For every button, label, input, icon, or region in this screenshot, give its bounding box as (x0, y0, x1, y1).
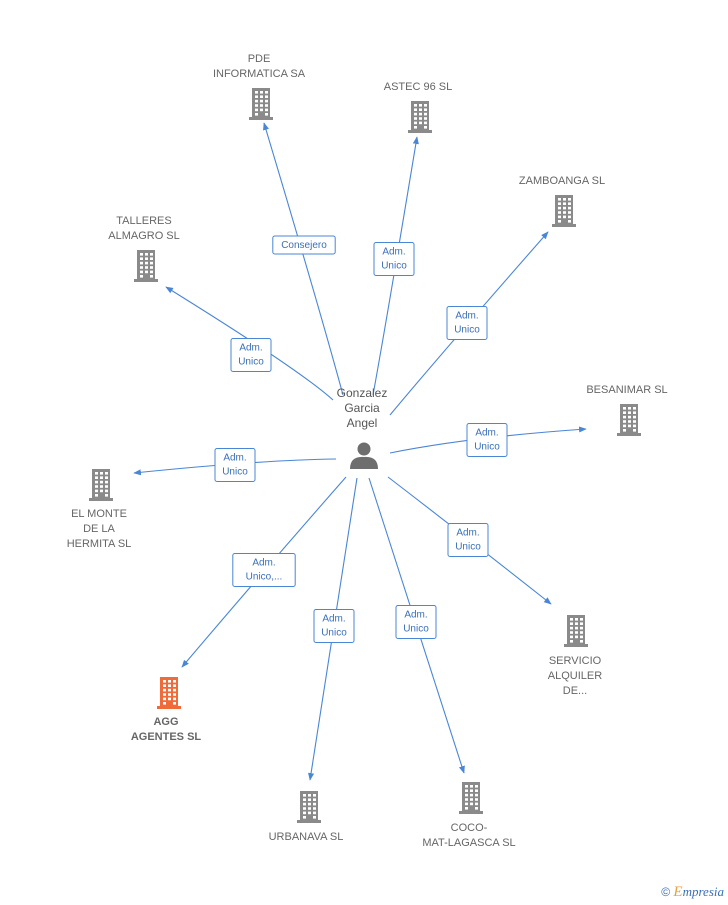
relation-label: Unico (454, 325, 480, 336)
relation-label: Unico (381, 261, 407, 272)
company-name-talleres[interactable]: TALLERES (116, 215, 171, 227)
person-name[interactable]: Gonzalez (337, 386, 388, 400)
edge-talleres (165, 286, 334, 401)
building-icon[interactable] (459, 782, 483, 814)
company-name-coco[interactable]: COCO- (451, 822, 488, 834)
edge-pde (263, 122, 344, 396)
building-icon[interactable] (249, 88, 273, 120)
relation-label: Adm. (475, 428, 498, 439)
footer-brand: © Empresia (661, 884, 724, 901)
company-name-pde[interactable]: INFORMATICA SA (213, 68, 306, 80)
relation-badge-elmonte[interactable]: Adm. Unico (214, 448, 256, 482)
building-icon[interactable] (617, 404, 641, 436)
relation-label: Adm. (223, 453, 246, 464)
company-name-coco[interactable]: MAT-LAGASCA SL (422, 837, 515, 849)
relation-label: Adm. (382, 247, 405, 258)
person-name[interactable]: Garcia (344, 401, 380, 415)
person-name[interactable]: Angel (347, 416, 378, 430)
copyright-symbol: © (661, 885, 671, 899)
brand-logo-rest: mpresia (682, 884, 724, 899)
relation-badge-pde[interactable]: Consejero (272, 235, 336, 255)
company-name-agg[interactable]: AGG (153, 716, 178, 728)
building-icon[interactable] (157, 677, 181, 709)
building-icon[interactable] (134, 250, 158, 282)
relation-badge-coco[interactable]: Adm. Unico (395, 605, 437, 639)
company-name-elmonte[interactable]: HERMITA SL (67, 538, 132, 550)
relation-label: Unico (321, 628, 347, 639)
building-icon[interactable] (408, 101, 432, 133)
relation-label: Adm. (404, 610, 427, 621)
person-icon[interactable] (350, 442, 378, 470)
relation-label: Unico (474, 442, 500, 453)
company-name-elmonte[interactable]: EL MONTE (71, 508, 127, 520)
relation-label: Unico (222, 467, 248, 478)
relation-label: Unico (238, 357, 264, 368)
relation-label: Adm. (239, 343, 262, 354)
edge-astec (372, 136, 419, 396)
company-name-agg[interactable]: AGENTES SL (131, 731, 202, 743)
relation-label: Unico,... (246, 572, 283, 583)
relation-badge-urbanava[interactable]: Adm. Unico (313, 609, 355, 643)
relation-label: Adm. (252, 558, 275, 569)
relation-label: Adm. (455, 311, 478, 322)
building-icon[interactable] (297, 791, 321, 823)
relation-label: Unico (403, 624, 429, 635)
brand-logo-initial: E (673, 884, 683, 900)
building-icon[interactable] (552, 195, 576, 227)
company-name-zamboanga[interactable]: ZAMBOANGA SL (519, 175, 605, 187)
company-name-elmonte[interactable]: DE LA (83, 523, 115, 535)
relation-label: Consejero (281, 240, 327, 251)
relation-badge-zamboanga[interactable]: Adm. Unico (446, 306, 488, 340)
relation-badge-besanimar[interactable]: Adm. Unico (466, 423, 508, 457)
company-name-astec[interactable]: ASTEC 96 SL (384, 81, 452, 93)
company-name-urbanava[interactable]: URBANAVA SL (269, 831, 344, 843)
building-icon[interactable] (564, 615, 588, 647)
relation-badge-talleres[interactable]: Adm. Unico (230, 338, 272, 372)
relation-label: Adm. (322, 614, 345, 625)
company-name-servicio[interactable]: DE... (563, 685, 587, 697)
building-icon[interactable] (89, 469, 113, 501)
relation-badge-servicio[interactable]: Adm. Unico (447, 523, 489, 557)
relation-label: Unico (455, 542, 481, 553)
relation-badge-agg[interactable]: Adm. Unico,... (232, 553, 296, 587)
company-name-servicio[interactable]: ALQUILER (548, 670, 602, 682)
relation-label: Adm. (456, 528, 479, 539)
company-name-besanimar[interactable]: BESANIMAR SL (586, 384, 667, 396)
company-name-servicio[interactable]: SERVICIO (549, 655, 602, 667)
company-name-talleres[interactable]: ALMAGRO SL (108, 230, 180, 242)
relation-badge-astec[interactable]: Adm. Unico (373, 242, 415, 276)
company-name-pde[interactable]: PDE (248, 53, 271, 65)
